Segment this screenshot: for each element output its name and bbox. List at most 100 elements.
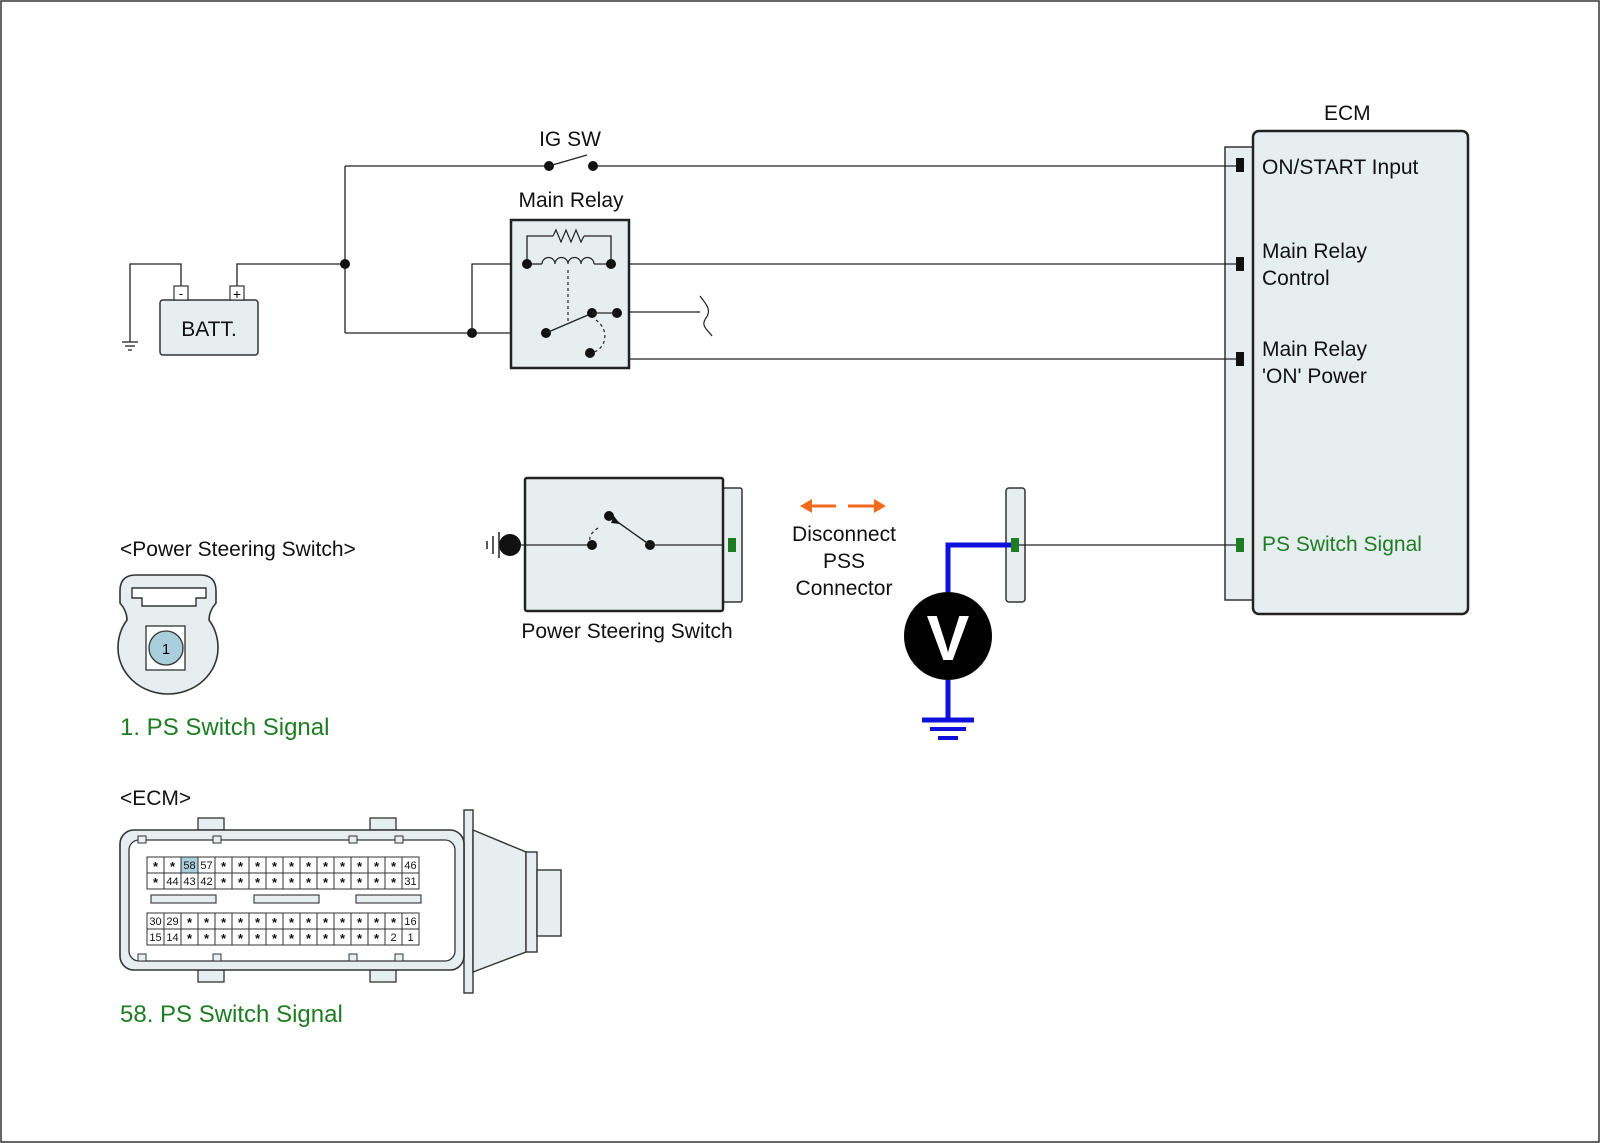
battery-plus-sign: + xyxy=(233,286,241,302)
ecm-relay-on-label-1: Main Relay xyxy=(1262,338,1368,361)
pss-ground-icon xyxy=(486,532,521,558)
ecm-pin-label: 46 xyxy=(404,860,416,872)
ecm-pin-label: 42 xyxy=(200,876,212,888)
main-relay-label: Main Relay xyxy=(518,189,624,212)
ecm-pin-label: 15 xyxy=(149,932,161,944)
ecm-pin-label: * xyxy=(238,915,244,930)
ecm-pin-label: * xyxy=(187,915,193,930)
disconnect-arrows-icon xyxy=(800,499,886,513)
battery-ground-icon xyxy=(122,341,138,351)
voltmeter-icon xyxy=(904,592,992,680)
power-steering-switch: Power Steering Switch xyxy=(486,476,743,643)
ecm-pin-label: * xyxy=(323,859,329,874)
ecm-pin-label: * xyxy=(204,931,210,946)
battery-label: BATT. xyxy=(181,318,237,341)
ecm-pin-label: 44 xyxy=(166,876,178,888)
voltmeter: V xyxy=(904,542,1011,740)
ecm-pin-label: 2 xyxy=(390,932,396,944)
pss-caption: Power Steering Switch xyxy=(521,620,732,643)
ecm-pin-label: * xyxy=(340,859,346,874)
ecm-pin-label: * xyxy=(255,859,261,874)
junction-dot xyxy=(340,259,350,269)
ecm-pin-label: * xyxy=(238,875,244,890)
ecm-pin-label: * xyxy=(255,931,261,946)
ecm-pin-label: * xyxy=(340,931,346,946)
relay-coil-icon xyxy=(541,256,595,265)
battery-minus-sign: - xyxy=(179,286,183,301)
ecm-pin-label: * xyxy=(221,931,227,946)
ecm-relay-control-label-1: Main Relay xyxy=(1262,240,1368,263)
ecm-pin-label: * xyxy=(289,931,295,946)
wire-break-icon xyxy=(699,295,713,337)
battery-body xyxy=(159,299,259,356)
ecm-pin-label: * xyxy=(306,875,312,890)
relay-resistor-icon xyxy=(552,228,585,244)
ecm-pin-label: 29 xyxy=(166,916,178,928)
battery: - + BATT. xyxy=(122,263,345,356)
ecm-pin-label: * xyxy=(289,875,295,890)
ecm-pin-label: * xyxy=(357,915,363,930)
main-relay-body xyxy=(509,218,631,370)
ecm-pin-label: * xyxy=(289,915,295,930)
ecm-pin-label: * xyxy=(374,915,380,930)
pss-terminal xyxy=(728,538,736,552)
ecm-pin-cell xyxy=(401,928,420,946)
ecm-pin-label: * xyxy=(374,931,380,946)
ecm-pin-label: * xyxy=(255,915,261,930)
ecm-pin-label: 58 xyxy=(183,860,195,872)
ecm-title: ECM xyxy=(1324,102,1371,125)
ecm-pin-label: * xyxy=(238,859,244,874)
ecm-pin-label: * xyxy=(255,875,261,890)
ecm-pin-label: 31 xyxy=(404,876,416,888)
pss-connector-title: <Power Steering Switch> xyxy=(120,538,356,561)
ecm-body xyxy=(1251,129,1470,616)
harness-connector xyxy=(1005,487,1236,603)
ecm-relay-control-label-2: Control xyxy=(1262,267,1330,290)
ecm-pin-label: * xyxy=(357,931,363,946)
ecm-pin-label: * xyxy=(340,915,346,930)
ecm-pin-label: 1 xyxy=(407,932,413,944)
ecm-pin-label: * xyxy=(340,875,346,890)
ecm-pin-label: * xyxy=(204,915,210,930)
ecm-block: ECM ON/START Input Main Relay Control Ma… xyxy=(1224,102,1470,616)
ecm-pin-label: * xyxy=(153,859,159,874)
ecm-connector-title: <ECM> xyxy=(120,787,191,810)
ecm-pin-label: * xyxy=(221,875,227,890)
ecm-pin-label: * xyxy=(272,915,278,930)
battery-plus-wire xyxy=(236,263,345,286)
meter-lead-positive xyxy=(945,542,1011,592)
ig-sw-contact xyxy=(548,154,588,167)
ecm-pin-label: 30 xyxy=(149,916,161,928)
ecm-pin-label: * xyxy=(187,931,193,946)
ecm-pin-label: * xyxy=(391,915,397,930)
ecm-pin-label: * xyxy=(272,931,278,946)
pss-connector-latch xyxy=(131,587,207,607)
ecm-pin-label: * xyxy=(357,875,363,890)
harness-terminal xyxy=(1011,538,1019,552)
voltmeter-symbol: V xyxy=(927,602,970,674)
ecm-pin-label: * xyxy=(170,859,176,874)
ecm-pin-label: * xyxy=(272,875,278,890)
ecm-pin-description: 58. PS Switch Signal xyxy=(120,1001,343,1028)
ecm-pin-label: 16 xyxy=(404,916,416,928)
ecm-terminal-on-start xyxy=(1236,158,1244,172)
ecm-pin-label: * xyxy=(221,915,227,930)
ecm-on-start-label: ON/START Input xyxy=(1262,156,1419,179)
ignition-switch: IG SW xyxy=(539,128,601,171)
ecm-pin-label: 43 xyxy=(183,876,195,888)
ecm-pin-label: * xyxy=(323,875,329,890)
ecm-ps-switch-label: PS Switch Signal xyxy=(1262,533,1422,556)
ecm-pin-label: * xyxy=(374,859,380,874)
pss-pin-1 xyxy=(148,630,184,666)
meter-ground-icon xyxy=(922,717,974,740)
ecm-pin-label: * xyxy=(153,875,159,890)
disconnect-label-2: PSS xyxy=(823,550,865,573)
ecm-pin-label: * xyxy=(391,875,397,890)
ecm-pin-label: * xyxy=(221,859,227,874)
main-relay: Main Relay xyxy=(509,189,631,370)
ecm-pin-cell xyxy=(401,872,420,890)
ecm-pin-label: * xyxy=(374,875,380,890)
